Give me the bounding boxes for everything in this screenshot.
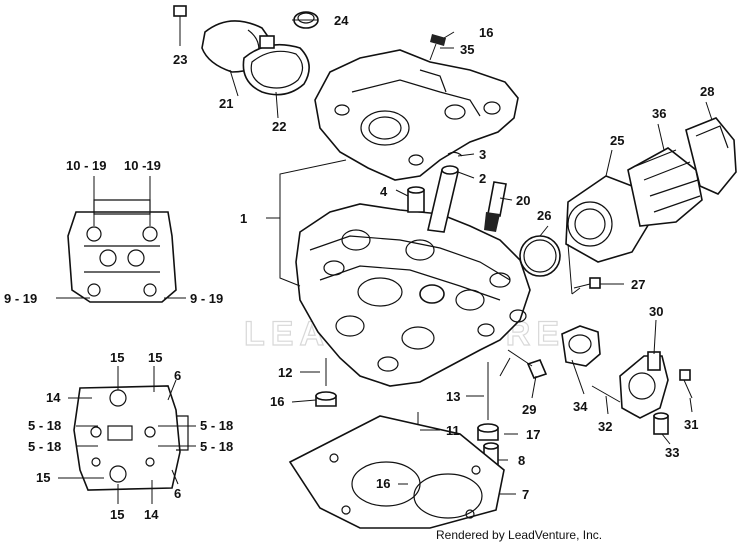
- credit-text: Rendered by LeadVenture, Inc.: [436, 528, 603, 542]
- callout-13: 13: [446, 389, 460, 404]
- callout-9-19-left: 9 - 19: [4, 291, 37, 306]
- leader-lines: [56, 19, 713, 504]
- callout-35: 35: [460, 42, 474, 57]
- small-parts-drawing: [407, 151, 463, 233]
- callout-16-bottom: 16: [376, 476, 390, 491]
- callout-12: 12: [278, 365, 292, 380]
- callout-26: 26: [537, 208, 551, 223]
- callout-25: 25: [610, 133, 624, 148]
- callout-14-top: 14: [46, 390, 61, 405]
- spark-plug-drawing: [484, 181, 507, 232]
- callout-5-18-left-b: 5 - 18: [28, 439, 61, 454]
- inset-top-view-drawing: [67, 199, 177, 303]
- callout-23: 23: [173, 52, 187, 67]
- bolt-23-drawing: [173, 5, 187, 32]
- callout-7: 7: [522, 487, 529, 502]
- callout-22: 22: [272, 119, 286, 134]
- callout-16-mid: 16: [270, 394, 284, 409]
- cover-cap-drawing: [201, 20, 310, 96]
- callout-32: 32: [598, 419, 612, 434]
- callout-21: 21: [219, 96, 233, 111]
- callout-14-bottom: 14: [144, 507, 159, 522]
- callout-30: 30: [649, 304, 663, 319]
- callout-20: 20: [516, 193, 530, 208]
- callout-5-18-right-b: 5 - 18: [200, 439, 233, 454]
- callout-11: 11: [446, 423, 460, 438]
- head-cover-drawing: [314, 49, 519, 181]
- cylinder-head-drawing: [295, 203, 531, 387]
- callout-10-19-right: 10 -19: [124, 158, 161, 173]
- head-gasket-drawing: [288, 415, 505, 529]
- callout-34: 34: [573, 399, 588, 414]
- bolt-35-drawing: [429, 34, 446, 61]
- callout-15-top-left: 15: [110, 350, 124, 365]
- callout-29: 29: [522, 402, 536, 417]
- callout-28: 28: [700, 84, 714, 99]
- callout-6-top: 6: [174, 368, 181, 383]
- callout-4: 4: [380, 184, 388, 199]
- callout-1: 1: [240, 211, 247, 226]
- callout-15-bottom: 15: [110, 507, 124, 522]
- callout-2: 2: [479, 171, 486, 186]
- callout-36: 36: [652, 106, 666, 121]
- callout-5-18-right-a: 5 - 18: [200, 418, 233, 433]
- callout-15-top-right: 15: [148, 350, 162, 365]
- thermostat-drawing: [507, 325, 693, 435]
- callout-10-19-left: 10 - 19: [66, 158, 106, 173]
- callout-24: 24: [334, 13, 349, 28]
- callout-16-top: 16: [479, 25, 493, 40]
- callout-33: 33: [665, 445, 679, 460]
- callout-15-left: 15: [36, 470, 50, 485]
- callout-6-bottom: 6: [174, 486, 181, 501]
- callout-9-19-right: 9 - 19: [190, 291, 223, 306]
- callout-31: 31: [684, 417, 698, 432]
- intake-drawing: [519, 117, 737, 289]
- callout-3: 3: [479, 147, 486, 162]
- callout-17: 17: [526, 427, 540, 442]
- callout-5-18-left-a: 5 - 18: [28, 418, 61, 433]
- bracket-1-lines: [266, 159, 347, 287]
- inset-bottom-view-drawing: [73, 385, 189, 491]
- callout-8: 8: [518, 453, 525, 468]
- callout-27: 27: [631, 277, 645, 292]
